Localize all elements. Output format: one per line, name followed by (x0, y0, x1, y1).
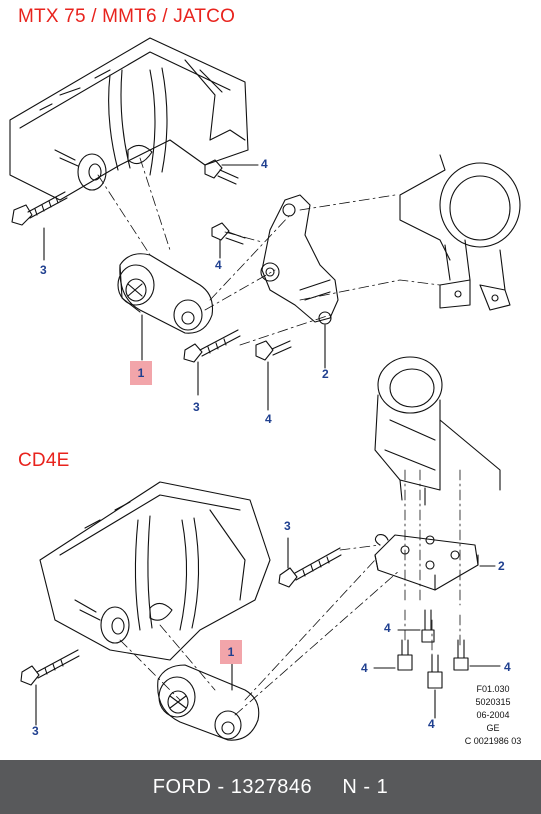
bolt-3a (11, 191, 68, 261)
callout-part-4-bottom-a: 4 (384, 621, 391, 635)
section-title-cd4e: CD4E (18, 450, 70, 471)
section-title-mtx: MTX 75 / MMT6 / JATCO (18, 6, 236, 27)
callout-part-4-bottom-c: 4 (504, 660, 511, 674)
callout-part-4-bottom-b: 4 (361, 661, 368, 675)
ref-line: GE (486, 723, 500, 733)
callout-part-1-bottom: 1 (220, 640, 242, 664)
callout-part-2-bottom: 2 (498, 559, 505, 573)
footer-part-number: FORD - 1327846 N - 1 (152, 775, 389, 798)
callout-part-4-top-a: 4 (261, 157, 268, 171)
bolt-4b (211, 222, 246, 259)
bolt-4c (255, 340, 292, 411)
ref-line: F01.030 (476, 684, 510, 694)
engine-component-bottom-right (374, 356, 501, 506)
bolt-4a (204, 159, 259, 185)
callout-part-3-top-b: 3 (193, 400, 200, 414)
engine-mount-bottom (157, 664, 260, 741)
bracket-top (260, 194, 339, 325)
exploded-parts-diagram (9, 37, 521, 741)
gearbox-housing-bottom (39, 481, 271, 661)
bolt-4e (397, 609, 435, 643)
bolt-4f (427, 654, 443, 719)
ref-line: 06-2004 (476, 710, 510, 720)
callout-part-3-top-a: 3 (40, 263, 47, 277)
bolt-4g (453, 639, 501, 671)
ref-line: C 0021986 03 (464, 736, 522, 746)
drawing-reference-code: F01.030 5020315 06-2004 GE C 0021986 03 (448, 683, 538, 748)
callout-part-3-bottom-a: 3 (284, 519, 291, 533)
gearbox-housing-top (9, 37, 249, 201)
bolt-3c (278, 537, 342, 588)
callout-part-2-top: 2 (322, 367, 329, 381)
callout-part-4-top-b: 4 (215, 258, 222, 272)
callout-part-4-top-c: 4 (265, 412, 272, 426)
ref-line: 5020315 (475, 697, 511, 707)
bolt-3d (20, 649, 80, 726)
bracket-bottom (374, 534, 479, 591)
bolt-4d (373, 639, 413, 671)
callout-part-4-bottom-d: 4 (428, 717, 435, 731)
engine-component-top-right (399, 154, 521, 311)
callout-part-3-bottom-b: 3 (32, 724, 39, 738)
bolt-3b (183, 329, 241, 396)
engine-mount-top (117, 253, 214, 334)
callout-part-1-top: 1 (130, 361, 152, 385)
footer-bar: FORD - 1327846 N - 1 (0, 760, 541, 814)
